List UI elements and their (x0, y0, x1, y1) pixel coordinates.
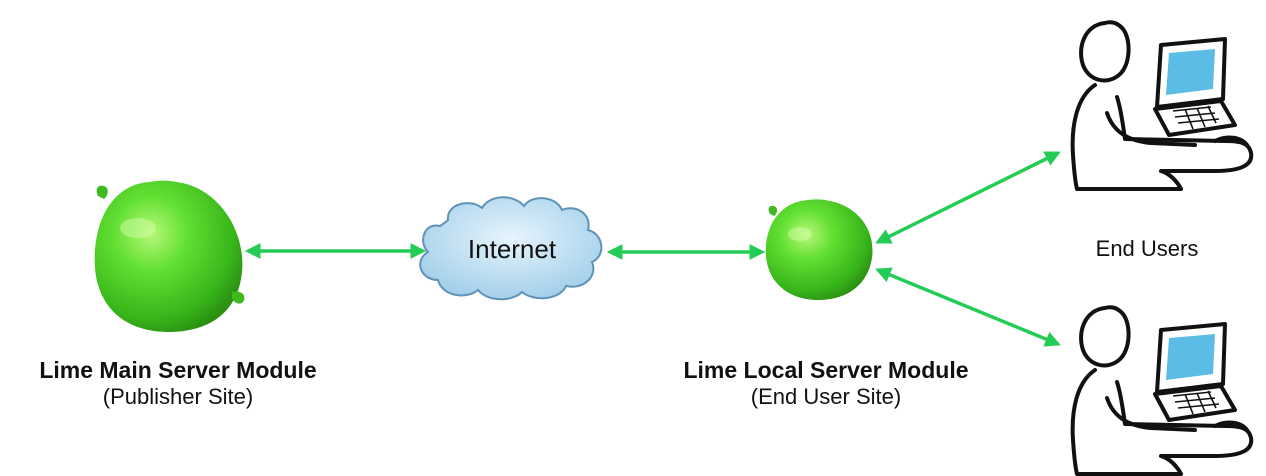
arrow-local-to-user-top (875, 151, 1061, 244)
local-server-subtitle: (End User Site) (750, 384, 902, 409)
local-server-lime-icon (765, 199, 873, 300)
internet-label: Internet (468, 234, 557, 264)
arrow-local-to-user-bottom (875, 267, 1061, 347)
local-server-title: Lime Local Server Module (683, 357, 969, 383)
main-server-caption: Lime Main Server Module (Publisher Site) (0, 356, 356, 410)
main-server-title: Lime Main Server Module (39, 357, 317, 383)
internet-cloud-icon (419, 196, 603, 301)
end-user-bottom-icon (1070, 305, 1254, 476)
main-server-lime-icon (94, 180, 245, 332)
local-server-caption: Lime Local Server Module (End User Site) (640, 356, 1012, 410)
end-user-top-icon (1070, 20, 1254, 191)
end-users-label: End Users (1095, 236, 1199, 261)
main-server-subtitle: (Publisher Site) (102, 384, 254, 409)
